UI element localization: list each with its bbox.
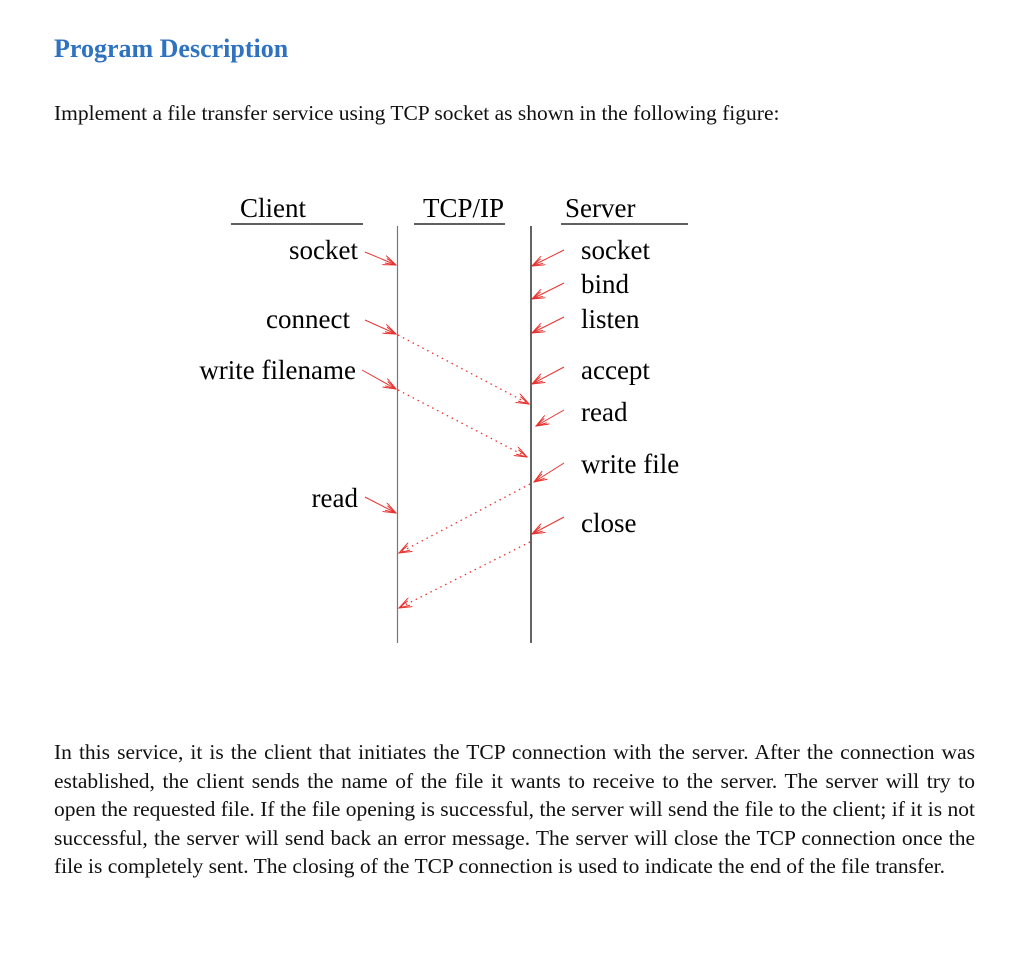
server-step-bind: bind xyxy=(581,269,630,299)
client-pointer-arrows xyxy=(361,251,396,513)
client-step-read: read xyxy=(312,483,359,513)
column-tcpip: TCP/IP xyxy=(423,193,504,223)
server-step-accept: accept xyxy=(581,355,650,385)
server-step-read: read xyxy=(581,397,628,427)
server-step-listen: listen xyxy=(581,304,640,334)
client-step-connect: connect xyxy=(266,304,350,334)
tcp-sequence-diagram: Client TCP/IP Server socket connect writ… xyxy=(199,193,688,643)
intro-text: Implement a file transfer service using … xyxy=(54,101,780,125)
server-pointer-arrows xyxy=(532,249,565,534)
description-paragraph: In this service, it is the client that i… xyxy=(54,740,975,879)
server-step-close: close xyxy=(581,508,636,538)
client-step-write-filename: write filename xyxy=(199,355,356,385)
client-step-socket: socket xyxy=(289,235,358,265)
section-heading: Program Description xyxy=(54,34,289,63)
server-step-write-file: write file xyxy=(581,449,679,479)
server-step-socket: socket xyxy=(581,235,650,265)
column-server: Server xyxy=(565,193,635,223)
message-arrows xyxy=(397,334,531,608)
column-client: Client xyxy=(240,193,306,223)
